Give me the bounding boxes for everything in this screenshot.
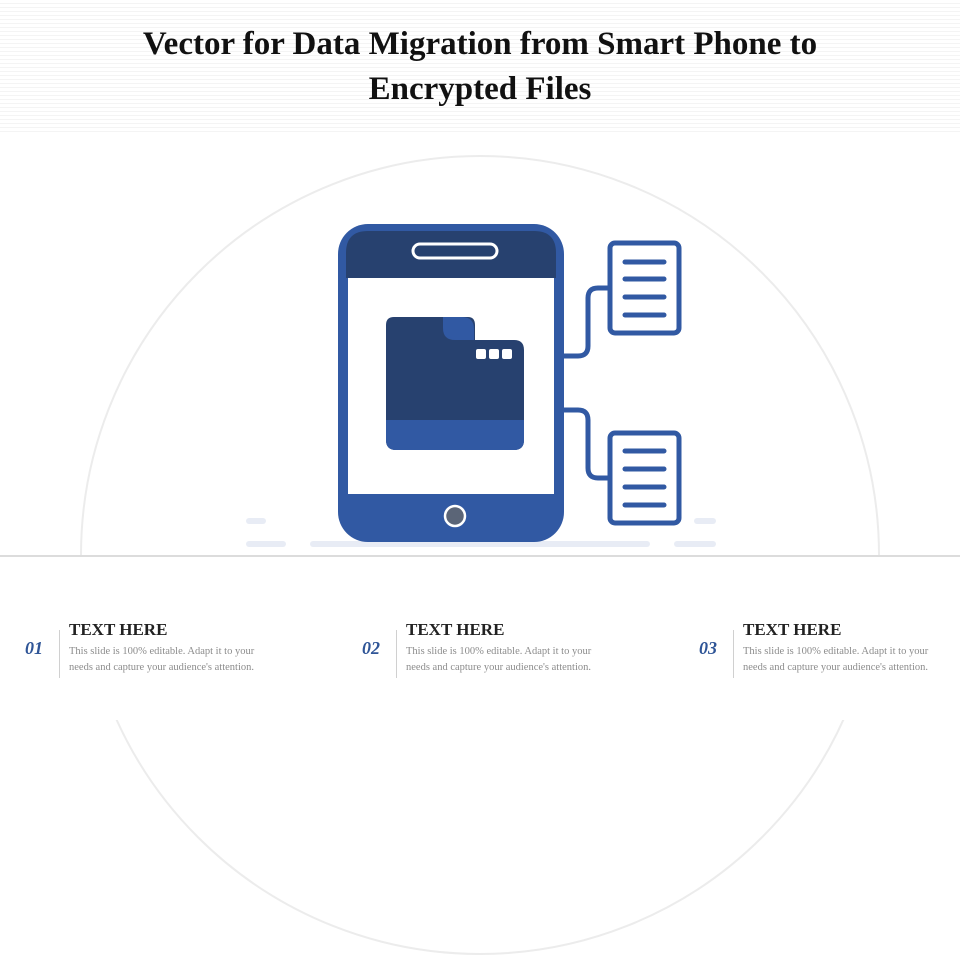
text-item-3: 03 TEXT HERE This slide is 100% editable…	[699, 618, 959, 698]
item-divider	[733, 630, 734, 678]
item-divider	[59, 630, 60, 678]
connector-lines	[559, 285, 613, 481]
bottom-area	[0, 557, 960, 720]
item-number: 01	[25, 638, 43, 658]
item-number: 02	[362, 638, 380, 658]
document-icon-top	[607, 240, 682, 336]
floor-line	[0, 555, 960, 557]
document-icon-bottom	[607, 430, 682, 526]
slide-title: Vector for Data Migration from Smart Pho…	[142, 26, 818, 107]
text-item-2: 02 TEXT HERE This slide is 100% editable…	[362, 618, 622, 698]
title-band	[0, 0, 960, 135]
item-description: This slide is 100% editable. Adapt it to…	[69, 646, 255, 673]
item-heading: TEXT HERE	[406, 620, 505, 639]
item-heading: TEXT HERE	[69, 620, 168, 639]
item-description: This slide is 100% editable. Adapt it to…	[743, 646, 929, 673]
text-item-1: 01 TEXT HERE This slide is 100% editable…	[25, 618, 285, 698]
item-number: 03	[699, 638, 717, 658]
migration-illustration	[246, 224, 716, 547]
ground-dashes	[246, 518, 716, 547]
item-description: This slide is 100% editable. Adapt it to…	[406, 646, 592, 673]
item-heading: TEXT HERE	[743, 620, 842, 639]
item-divider	[396, 630, 397, 678]
folder-icon	[386, 317, 524, 450]
